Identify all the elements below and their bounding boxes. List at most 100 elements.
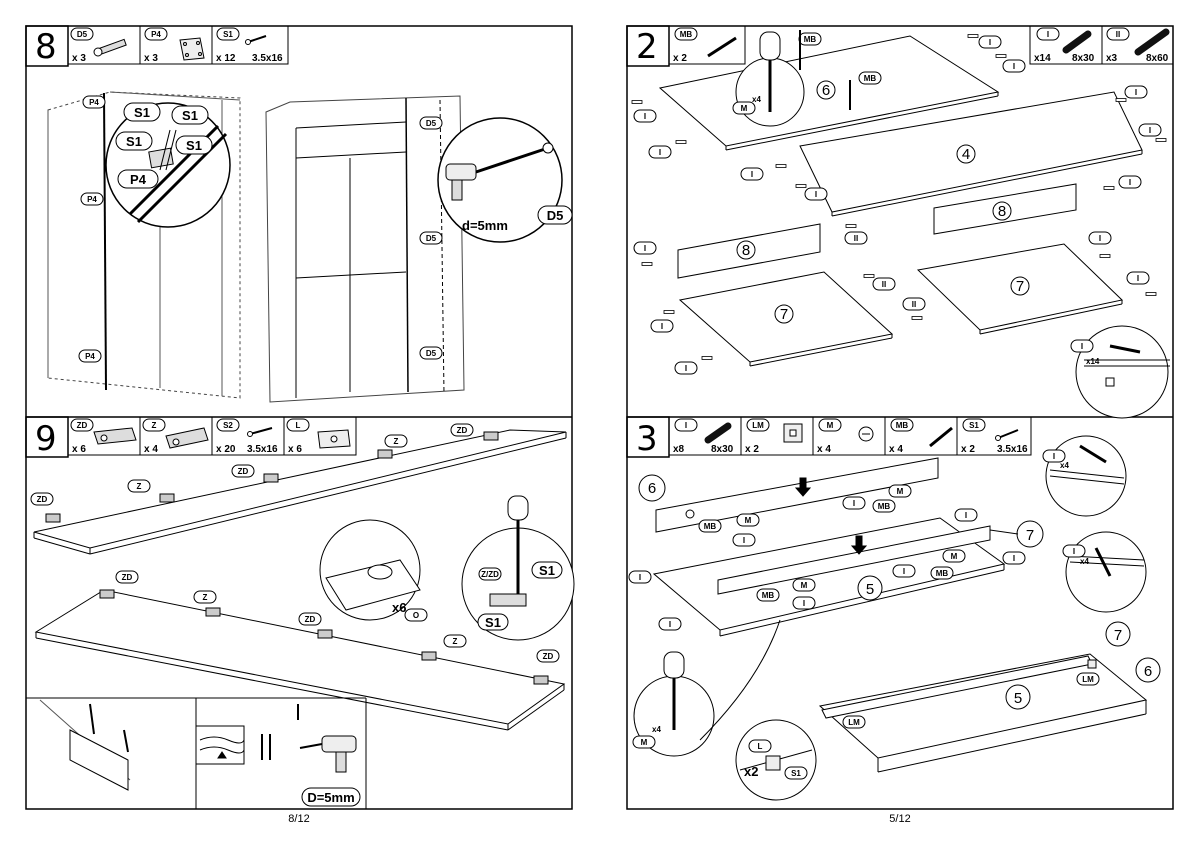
step2-panel-7-right: 7 xyxy=(916,243,1124,335)
step8-d5-label-2: D5 xyxy=(426,234,437,243)
step3-part2-qty: x 2 xyxy=(745,444,759,455)
ii-label-1: II xyxy=(854,234,858,243)
cam-lock-m-icon xyxy=(858,426,874,442)
step9-drill-size: D=5mm xyxy=(307,790,354,805)
step2-part1-code: MB xyxy=(680,30,693,39)
step3-panel7-number-bottom: 7 xyxy=(1114,627,1122,644)
plate-l-icon xyxy=(317,429,351,449)
step9-x6-label: x6 xyxy=(392,600,406,615)
bolt-mb-icon xyxy=(707,36,737,58)
step2-panel7a-number: 7 xyxy=(780,306,788,323)
i-label-8: I xyxy=(815,190,817,199)
screw-s2-icon xyxy=(247,427,273,437)
step3-l-label: L xyxy=(758,742,763,751)
step9-door-top xyxy=(33,429,567,555)
step3-panel6-number-top: 6 xyxy=(648,480,656,497)
step8-header: 8 D5 x 3 P4 x 3 S1 x 12 3.5x16 xyxy=(25,25,289,67)
step3-hammer-circle-1: I x4 xyxy=(1042,435,1127,517)
step3-hammer1-x4: x4 xyxy=(1060,461,1069,470)
step8-p4-label-mid: P4 xyxy=(87,195,97,204)
i-label-12: I xyxy=(1137,274,1139,283)
step3-hammer2-i-label: I xyxy=(1073,547,1075,556)
step3-i-label-3: I xyxy=(965,511,967,520)
step3-part1-qty: x8 xyxy=(673,444,685,455)
step2-panel6-number: 6 xyxy=(822,82,830,99)
step3-m-label-1: M xyxy=(745,516,752,525)
power-drill-icon xyxy=(321,735,357,773)
step9-part3-code: S2 xyxy=(223,421,233,430)
step9-s1-label-1: S1 xyxy=(539,563,555,578)
plate-p4-icon xyxy=(179,37,205,61)
step3-part1-size: 8x30 xyxy=(711,444,734,455)
step3-screwdriver-m-label: M xyxy=(641,738,648,747)
step9-part3-qty: x 20 xyxy=(216,444,236,455)
step8-part1-code: D5 xyxy=(77,30,88,39)
z-label-2: Z xyxy=(394,437,399,446)
z-label-1: Z xyxy=(137,482,142,491)
step2-mb-label-2: MB xyxy=(864,74,877,83)
step9-screwdriver-circle: Z/ZD S1 S1 xyxy=(461,495,575,641)
step2-part2-qty: x14 xyxy=(1034,53,1051,64)
step9-detail-bottom: D=5mm xyxy=(26,697,367,809)
step2-part2-size: 8x30 xyxy=(1072,53,1095,64)
step8-drill-circle: d=5mm D5 xyxy=(437,117,573,243)
step3-i-label-2: I xyxy=(853,499,855,508)
step3-part1-code: I xyxy=(685,421,687,430)
left-page: 8 D5 x 3 P4 x 3 S1 x 12 3.5x16 xyxy=(25,25,575,825)
i-label-1: I xyxy=(989,38,991,47)
step3-header: 3 I x8 8x30 LM x 2 M x 4 MB x 4 S1 x xyxy=(626,416,1032,459)
step8-d5-detail-label: D5 xyxy=(547,208,564,223)
ii-label-2: II xyxy=(882,280,886,289)
step3-part4-qty: x 4 xyxy=(889,444,903,455)
step3-part3-code: M xyxy=(827,421,834,430)
step2-number: 2 xyxy=(636,27,658,67)
step3-lm-label-1: LM xyxy=(848,718,860,727)
step2-header: 2 MB x 2 I x14 8x30 II x3 8x60 xyxy=(626,25,1174,67)
step8-drill-size: d=5mm xyxy=(462,218,508,233)
step3-part5-code: S1 xyxy=(969,421,979,430)
step3-bracket-circle: L x2 S1 xyxy=(735,719,817,801)
step8-p4-label-bottom: P4 xyxy=(85,352,95,361)
step3-m-label-2: M xyxy=(897,487,904,496)
step8-s1-label-3: S1 xyxy=(126,134,142,149)
i-label-5: I xyxy=(644,112,646,121)
step3-part4-code: MB xyxy=(896,421,909,430)
i-label-11: I xyxy=(1099,234,1101,243)
step3-screwdriver-circle: x4 M xyxy=(632,619,781,757)
step8-s1-label-1: S1 xyxy=(134,105,150,120)
step8-s1-label-4: S1 xyxy=(186,138,202,153)
bolt-mb-icon xyxy=(929,426,953,448)
step3-i-label-5: I xyxy=(903,567,905,576)
hinge-zd-icon xyxy=(93,427,137,445)
step2-hammer-i-label: I xyxy=(1081,342,1083,351)
screw-s1-icon xyxy=(995,429,1019,441)
step2-panel-6: 6 xyxy=(658,35,1000,151)
step3-mb-label-3: MB xyxy=(936,569,949,578)
step3-i-label-1: I xyxy=(743,536,745,545)
i-label-7: I xyxy=(751,170,753,179)
step8-d5-label-1: D5 xyxy=(426,119,437,128)
step8-p4-label-top: P4 xyxy=(89,98,99,107)
step8-detail-circle: S1 S1 S1 S1 P4 xyxy=(105,102,231,228)
step3-s1-label: S1 xyxy=(791,769,801,778)
i-label-6: I xyxy=(659,148,661,157)
dowel-8x30-icon xyxy=(704,422,732,444)
step9-number: 9 xyxy=(35,419,57,459)
zd-label-6: ZD xyxy=(543,652,554,661)
step3-fitting-labels: MB M I I M MB I I M I MB I M MB I I xyxy=(628,484,1026,631)
step3-x2-label: x2 xyxy=(744,764,758,779)
bracket-lm-icon xyxy=(783,423,803,443)
step9-part1-qty: x 6 xyxy=(72,444,86,455)
step2-part3-code: II xyxy=(1116,30,1120,39)
step3-mb-label-1: MB xyxy=(704,522,717,531)
step2-hammer-circle: I x14 xyxy=(1070,325,1170,419)
i-label-9: I xyxy=(1129,178,1131,187)
step9-part4-qty: x 6 xyxy=(288,444,302,455)
step3-panel6-number-bottom: 6 xyxy=(1144,663,1152,680)
step3-mb-label-2: MB xyxy=(878,502,891,511)
step2-part3-qty: x3 xyxy=(1106,53,1118,64)
step8-part2-qty: x 3 xyxy=(144,53,158,64)
step2-part2-code: I xyxy=(1047,30,1049,39)
i-label-10: I xyxy=(644,244,646,253)
step8-s1-label-2: S1 xyxy=(182,108,198,123)
